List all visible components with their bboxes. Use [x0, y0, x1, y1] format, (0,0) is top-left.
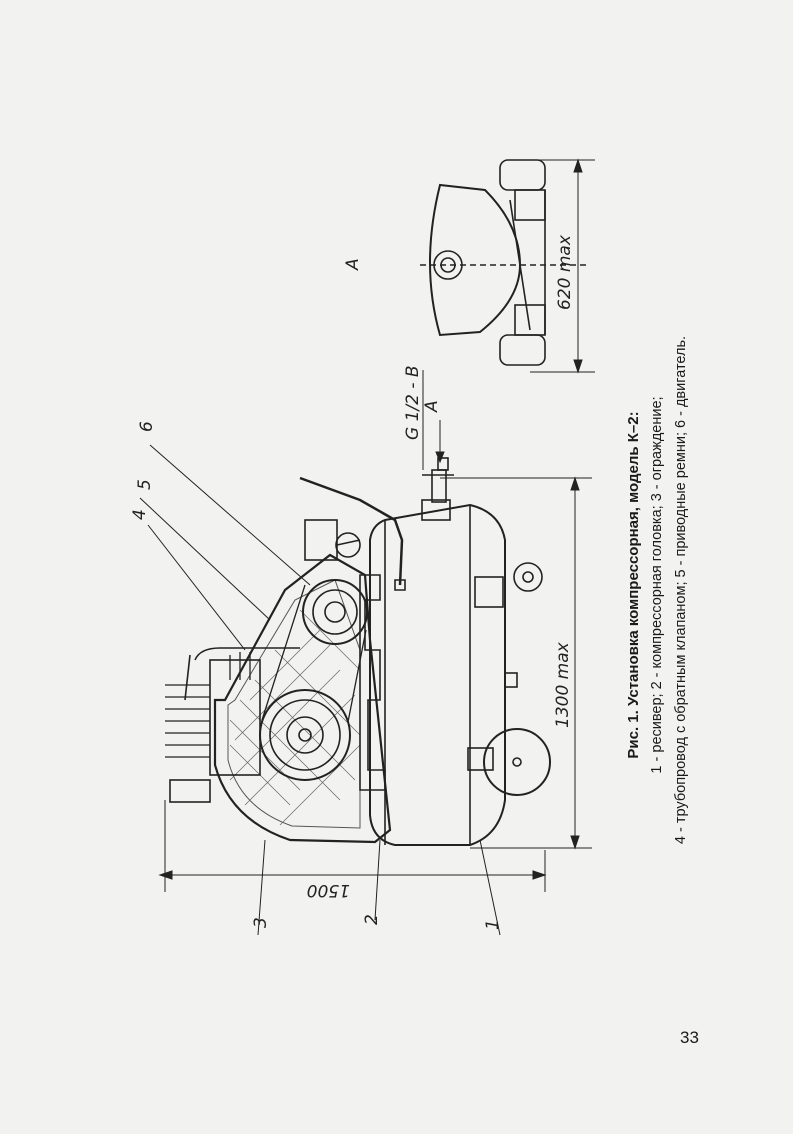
callout-6: 6	[137, 421, 157, 432]
thread-label: G 1/2 - B	[403, 365, 423, 440]
outlet-valve	[422, 457, 454, 503]
guard-housing	[213, 553, 392, 844]
receiver-tank	[369, 499, 518, 846]
caption-line-2: 4 - трубопровод с обратным клапаном; 5 -…	[673, 335, 689, 845]
callout-4: 4	[130, 509, 150, 520]
end-view-a	[420, 159, 590, 366]
pressure-gauge	[304, 519, 361, 561]
length-dimension: 1300 max	[553, 641, 573, 728]
wheels	[483, 562, 551, 796]
callout-3: 3	[251, 917, 271, 928]
caption-line-1: 1 - ресивер; 2 - компрессорная головка; …	[649, 396, 665, 774]
view-label: А	[343, 258, 363, 271]
compressor-head	[165, 652, 261, 803]
width-dimension: 620 max	[555, 234, 575, 310]
callout-2: 2	[362, 914, 382, 925]
arrow-label: А	[422, 400, 442, 413]
callout-5: 5	[135, 479, 155, 490]
caption-title: Рис. 1. Установка компрессорная, модель …	[625, 411, 642, 759]
pulleys	[259, 579, 368, 781]
callout-1: 1	[483, 919, 503, 930]
page-number: 33	[680, 1028, 699, 1047]
height-dimension: 1500	[307, 880, 350, 900]
